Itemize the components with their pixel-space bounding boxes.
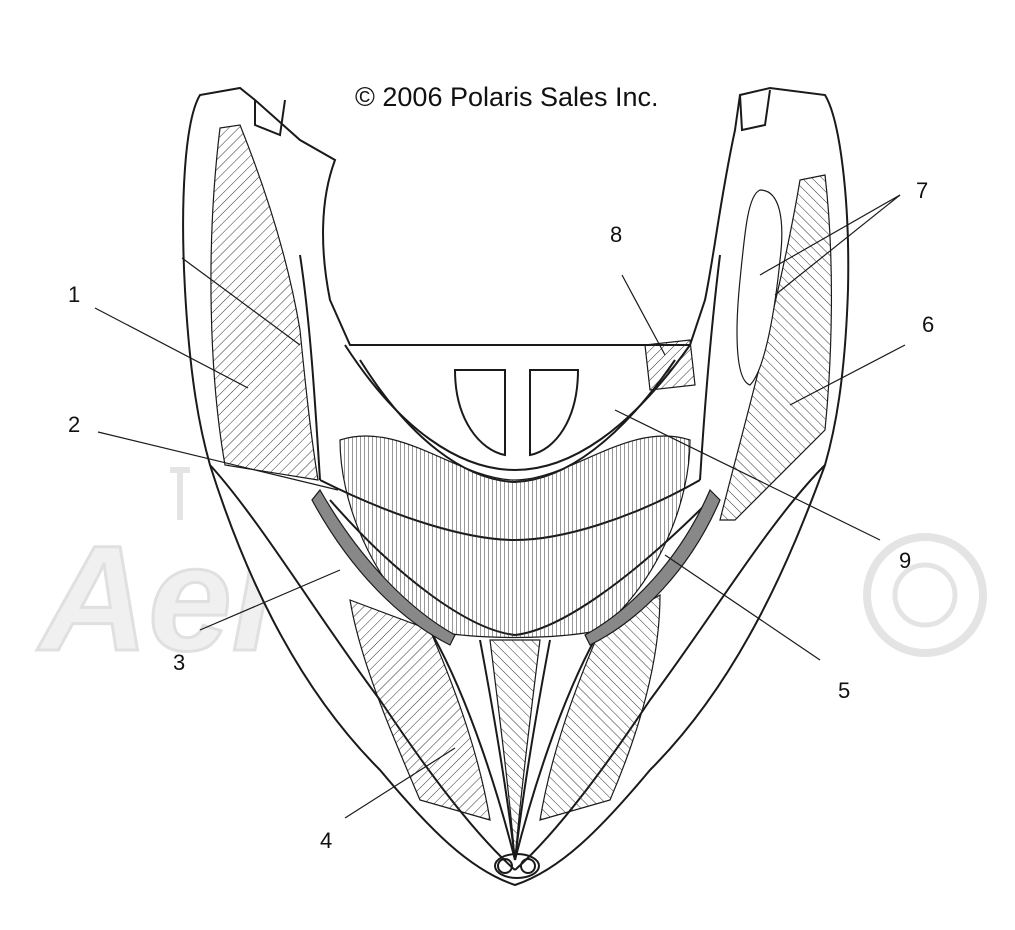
- leader-1: [94, 307, 249, 389]
- decal-lower-left: [349, 599, 491, 821]
- callout-1: 1: [68, 282, 81, 307]
- callout-6: 6: [922, 312, 935, 337]
- callout-7: 7: [916, 178, 929, 203]
- leader-extra: [181, 257, 301, 346]
- decal-right-side: [719, 174, 833, 521]
- leader-7b: [774, 194, 901, 296]
- leader-9: [614, 409, 881, 541]
- trim-right: [584, 488, 721, 646]
- decals: [210, 124, 833, 861]
- leader-4: [344, 747, 456, 819]
- decal-lower-center: [489, 639, 541, 861]
- leader-lines: [94, 194, 906, 819]
- callout-5: 5: [838, 678, 851, 703]
- callout-4: 4: [320, 828, 333, 853]
- leader-8: [621, 274, 666, 356]
- decal-7-window: [736, 189, 783, 386]
- trim-left: [311, 488, 456, 646]
- leader-3: [199, 569, 341, 631]
- leader-7a: [759, 194, 901, 276]
- decal-8-block: [644, 339, 696, 391]
- leader-2: [97, 431, 339, 491]
- callout-2: 2: [68, 412, 81, 437]
- decal-left-side: [210, 124, 319, 481]
- callout-8: 8: [610, 222, 623, 247]
- copyright-notice: © 2006 Polaris Sales Inc.: [355, 82, 659, 112]
- decal-lower-right: [539, 593, 661, 821]
- callout-3: 3: [173, 650, 186, 675]
- leader-6: [789, 344, 906, 406]
- leader-5: [664, 554, 821, 661]
- callout-9: 9: [899, 548, 912, 573]
